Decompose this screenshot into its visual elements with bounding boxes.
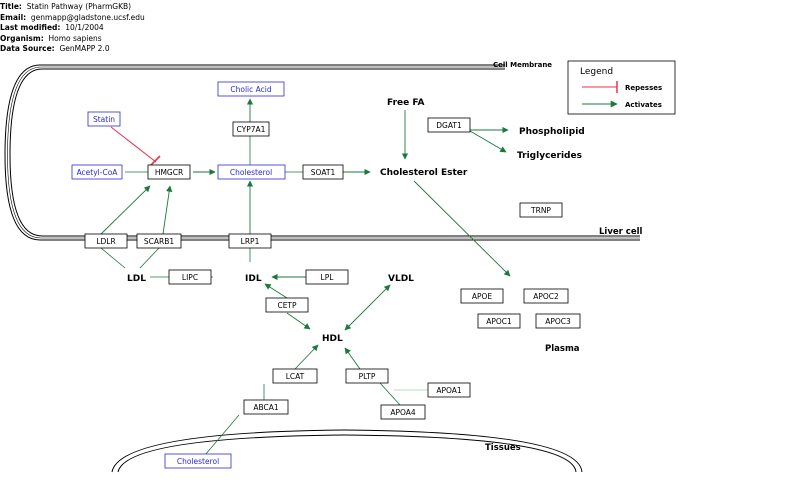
gene-box-lpl xyxy=(305,269,349,285)
gene-box-apoc3 xyxy=(535,313,581,329)
cholesterol-ester-label: Cholesterol Ester xyxy=(380,168,468,178)
gene-box-cetp xyxy=(265,297,309,313)
free-fa-label: Free FA xyxy=(387,98,424,108)
gene-box-ldlr xyxy=(84,233,128,249)
gene-cyp7a1: CYP7A1 xyxy=(237,125,266,134)
liver-cell-label: Liver cell xyxy=(599,227,643,237)
legend-represses-label: Repesses xyxy=(625,84,662,92)
metabolite-cholesterol-tissue: Cholesterol xyxy=(164,453,232,469)
modified-line: Last modified: 10/1/2004 xyxy=(0,23,104,32)
gene-apoc2: APOC2 xyxy=(533,292,559,301)
gene-box-apoa1 xyxy=(427,382,471,398)
gene-box-apoc2 xyxy=(523,288,569,304)
gene-trnp: TRNP xyxy=(530,206,551,215)
gene-box-abca1 xyxy=(243,399,289,415)
gene-box-apoe xyxy=(460,288,504,304)
gene-abca1: ABCA1 xyxy=(253,403,279,412)
gene-pltp: PLTP xyxy=(359,372,376,381)
acetyl-coa-label: Acetyl-CoA xyxy=(77,168,119,177)
metabolite-statin: Statin xyxy=(87,111,121,127)
gene-hmgcr: HMGCR xyxy=(155,168,183,177)
gene-box-soat1 xyxy=(302,164,344,180)
source-line: Data Source: GenMAPP 2.0 xyxy=(0,44,110,53)
gene-cetp: CETP xyxy=(277,301,297,310)
metabolite-cholic-acid: Cholic Acid xyxy=(217,81,285,97)
statin-repression xyxy=(110,126,161,167)
cholesterol-liver-label: Cholesterol xyxy=(230,168,272,177)
cholic-acid-label: Cholic Acid xyxy=(230,85,271,94)
header: Title: Statin Pathway (PharmGKB) Email: … xyxy=(0,2,145,55)
cell-membrane-label: Cell Membrane xyxy=(493,61,552,69)
statin-label: Statin xyxy=(93,115,115,124)
organism-line: Organism: Homo sapiens xyxy=(0,33,102,43)
plasma-label: Plasma xyxy=(545,344,580,354)
tissue-membrane xyxy=(111,429,583,473)
gene-box-trnp xyxy=(519,202,563,218)
metabolite-acetyl-coa: Acetyl-CoA xyxy=(71,164,123,180)
gene-apoc3: APOC3 xyxy=(545,317,571,326)
node-labels: Free FA Phospholipid Triglycerides Chole… xyxy=(127,98,585,344)
hdl-label: HDL xyxy=(322,334,343,344)
gene-box-lcat xyxy=(272,368,318,384)
email-line: Email: genmapp@gladstone.ucsf.edu xyxy=(0,12,145,22)
gene-dgat1: DGAT1 xyxy=(436,121,462,130)
gene-labels: CYP7A1 HMGCR SOAT1 DGAT1 TRNP LDLR SCARB… xyxy=(96,121,571,417)
legend-activates-label: Activates xyxy=(625,101,662,109)
gene-box-lipc xyxy=(168,269,212,285)
vldl-label: VLDL xyxy=(388,274,414,284)
gene-box-apoa4 xyxy=(380,404,426,420)
legend-title: Legend xyxy=(580,67,613,77)
gene-lrp1: LRP1 xyxy=(241,237,260,246)
gene-soat1: SOAT1 xyxy=(311,168,336,177)
cell-membrane xyxy=(4,64,640,241)
gene-box-cyp7a1 xyxy=(232,121,270,137)
gene-apoc1: APOC1 xyxy=(486,317,512,326)
gene-apoa1: APOA1 xyxy=(436,386,462,395)
gene-lipc: LIPC xyxy=(182,273,198,282)
gene-box-dgat1 xyxy=(427,117,471,133)
gene-boxes xyxy=(84,117,581,420)
gene-apoa4: APOA4 xyxy=(390,408,416,417)
gene-lpl: LPL xyxy=(321,273,335,282)
gene-apoe: APOE xyxy=(472,292,493,301)
title-line: Title: Statin Pathway (PharmGKB) xyxy=(0,2,132,11)
cholesterol-tissue-label: Cholesterol xyxy=(177,457,219,466)
gene-ldlr: LDLR xyxy=(96,237,115,246)
ldl-label: LDL xyxy=(127,274,146,284)
gene-box-lrp1 xyxy=(228,233,272,249)
legend: Legend Repesses Activates xyxy=(567,60,676,115)
tissues-label: Tissues xyxy=(485,443,521,453)
triglycerides-label: Triglycerides xyxy=(517,151,582,161)
metabolite-cholesterol-liver: Cholesterol xyxy=(217,164,286,180)
gene-box-scarb1 xyxy=(136,233,182,249)
gene-scarb1: SCARB1 xyxy=(144,237,174,246)
gene-lcat: LCAT xyxy=(286,372,305,381)
gene-box-pltp xyxy=(345,368,389,384)
idl-label: IDL xyxy=(245,274,262,284)
gene-box-apoc1 xyxy=(477,313,521,329)
phospholipid-label: Phospholipid xyxy=(519,127,585,137)
gene-box-hmgcr xyxy=(147,164,191,180)
